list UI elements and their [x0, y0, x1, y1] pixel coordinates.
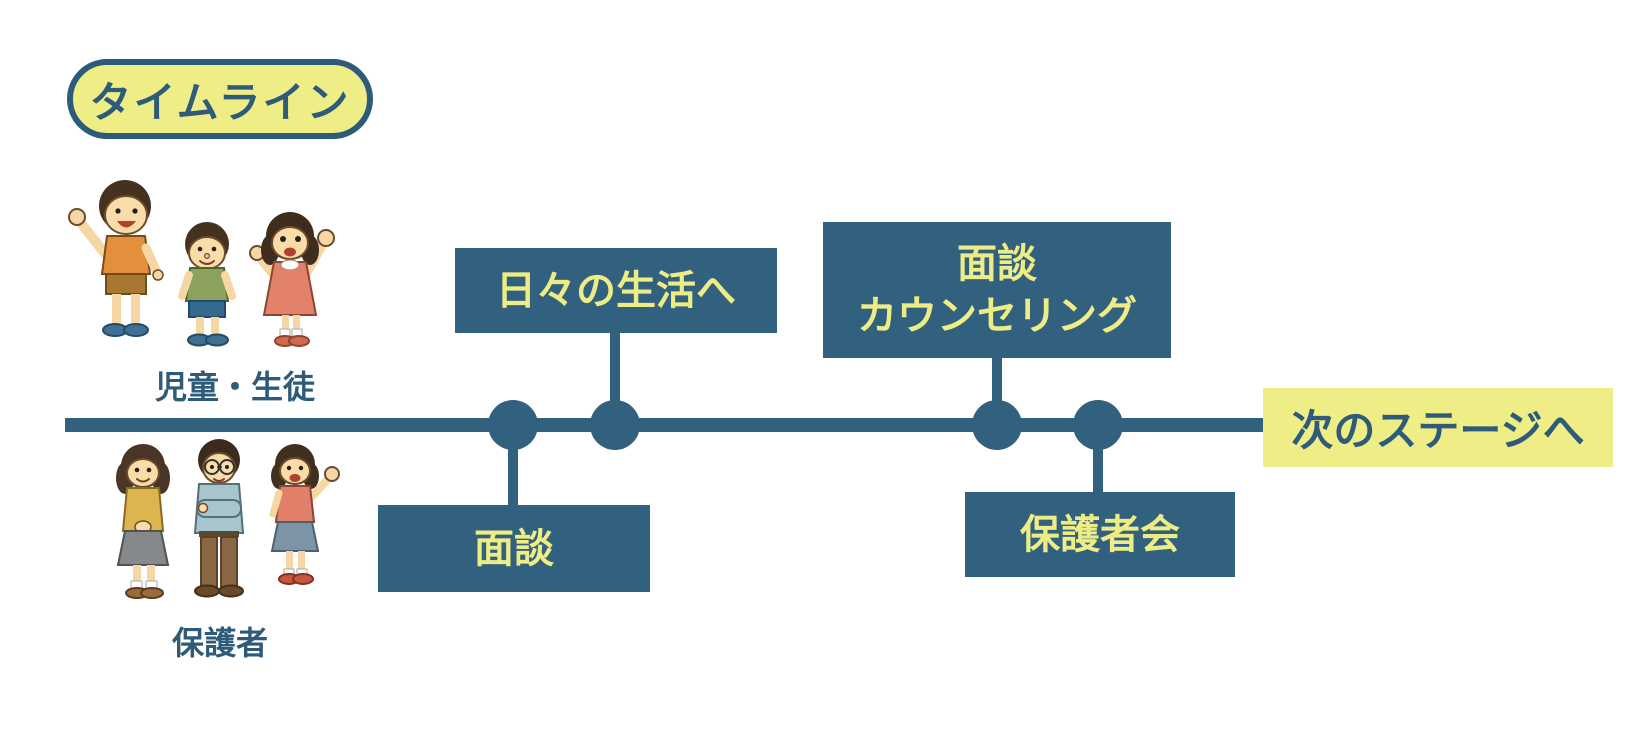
- timeline-node-4: [1073, 400, 1123, 450]
- title-badge: タイムライン: [67, 59, 373, 139]
- students-illustration: [68, 180, 335, 347]
- student-figure-girl-waving: [249, 212, 335, 347]
- event-box-daily-life: 日々の生活へ: [455, 248, 777, 333]
- event-box-hogoshakai: 保護者会: [965, 492, 1235, 577]
- connector-daily-life: [610, 333, 620, 425]
- event-label-line2: カウンセリング: [857, 293, 1137, 339]
- connector-counseling: [992, 358, 1002, 425]
- next-stage-label: 次のステージへ: [1291, 406, 1585, 455]
- timeline-line: [65, 418, 1264, 432]
- student-figure-boy-small: [178, 222, 236, 347]
- students-group-label: 児童・生徒: [154, 368, 315, 406]
- event-label: 保護者会: [1020, 511, 1180, 558]
- parents-group-label: 保護者: [171, 624, 268, 662]
- parents-illustration: [116, 439, 340, 599]
- event-label: 面談: [474, 525, 554, 572]
- parent-figure-mother: [116, 444, 170, 599]
- timeline-node-1: [488, 400, 538, 450]
- event-label: 日々の生活へ: [496, 267, 736, 314]
- event-label-line1: 面談: [957, 241, 1037, 287]
- event-box-counseling: 面談 カウンセリング: [823, 222, 1171, 358]
- parent-figure-woman-waving: [269, 444, 340, 585]
- timeline-node-3: [972, 400, 1022, 450]
- student-figure-boy-waving: [68, 180, 164, 337]
- next-stage-box: 次のステージへ: [1263, 388, 1613, 467]
- event-box-mendan: 面談: [378, 505, 650, 592]
- parent-figure-father: [193, 439, 245, 598]
- page-title: タイムライン: [89, 77, 351, 127]
- connector-mendan: [508, 425, 518, 505]
- timeline-node-2: [590, 400, 640, 450]
- connector-hogoshakai: [1093, 425, 1103, 492]
